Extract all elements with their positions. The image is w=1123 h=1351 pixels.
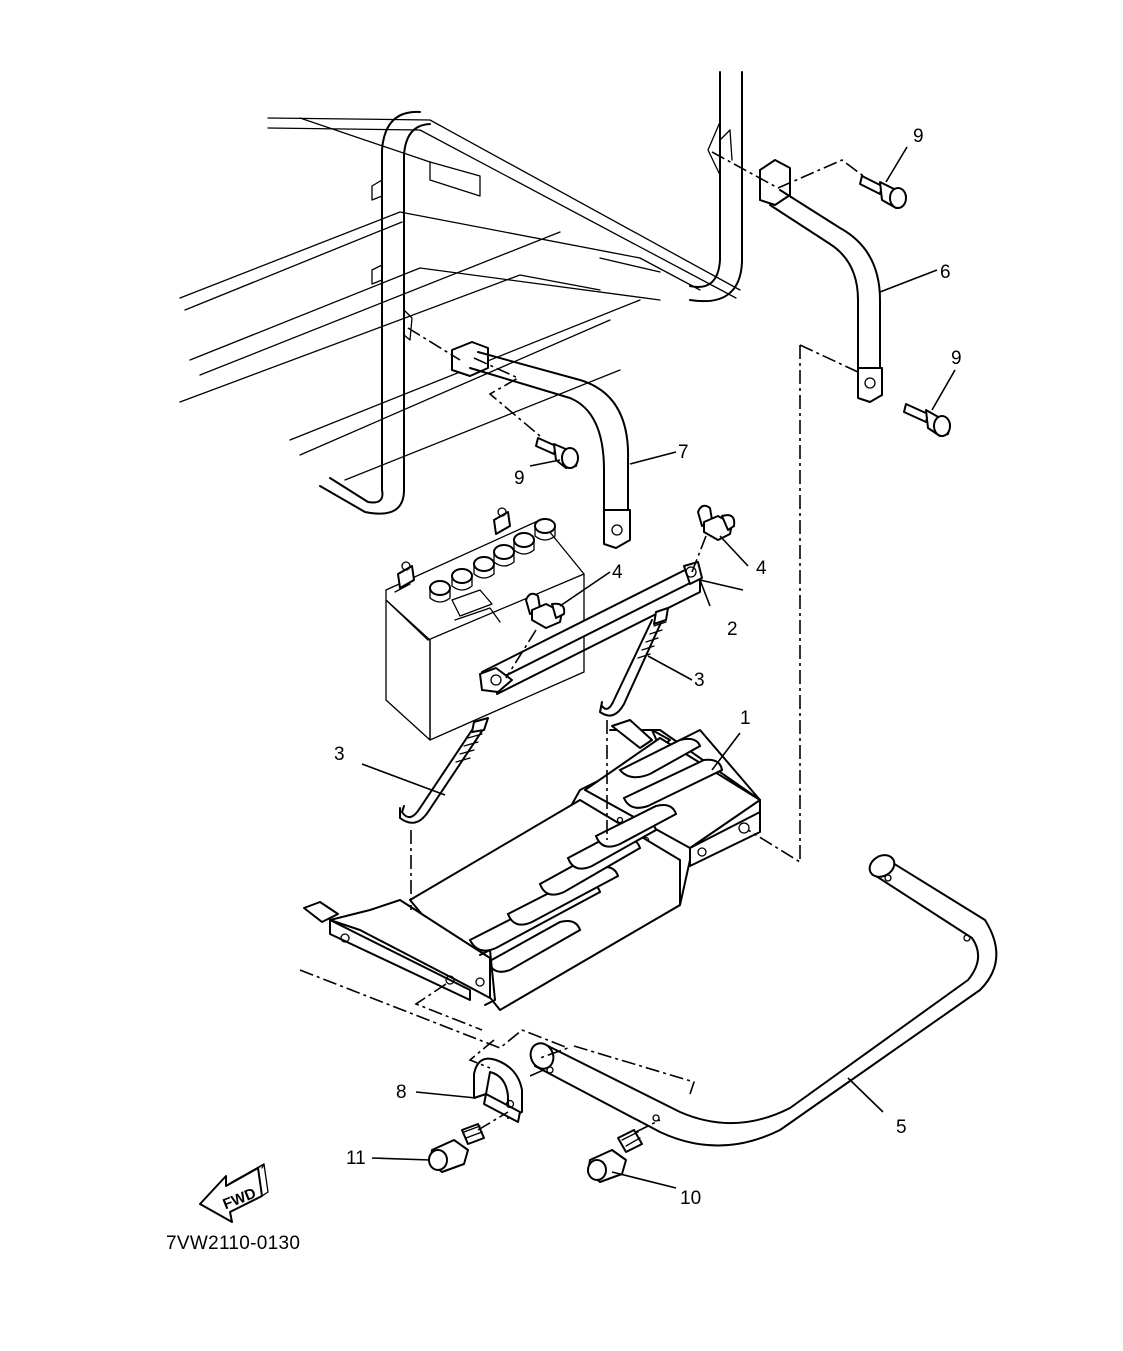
callout-1: 1 bbox=[740, 708, 751, 729]
bolt-9-right bbox=[903, 403, 951, 437]
callout-4-left: 4 bbox=[612, 562, 623, 583]
j-bolt-3-left bbox=[399, 717, 489, 824]
bolt-11 bbox=[428, 1123, 485, 1173]
callout-5: 5 bbox=[896, 1117, 907, 1138]
battery-band-2 bbox=[479, 561, 703, 695]
callout-3-right: 3 bbox=[694, 670, 705, 691]
cargo-bed-frame bbox=[179, 71, 743, 515]
callout-6: 6 bbox=[940, 262, 951, 283]
stay-7 bbox=[451, 341, 631, 549]
wing-nut-4-right bbox=[697, 504, 736, 541]
assembly-lines bbox=[299, 151, 867, 1133]
callout-3-left: 3 bbox=[334, 744, 345, 765]
battery bbox=[385, 507, 585, 741]
bolt-9-left bbox=[535, 437, 579, 469]
bumper-guard-5 bbox=[529, 854, 998, 1147]
callout-10: 10 bbox=[680, 1188, 701, 1209]
bolt-10 bbox=[587, 1129, 643, 1183]
leader-lines bbox=[361, 146, 956, 1189]
bolt-9-upper bbox=[859, 175, 907, 209]
clamp-8 bbox=[473, 1057, 523, 1123]
j-bolt-3-right bbox=[599, 607, 669, 717]
fwd-arrow-icon: FWD bbox=[199, 1163, 269, 1223]
callout-2: 2 bbox=[727, 619, 738, 640]
callout-7: 7 bbox=[678, 442, 689, 463]
callout-9-left: 9 bbox=[514, 468, 525, 489]
battery-caps bbox=[429, 518, 556, 603]
callout-11: 11 bbox=[346, 1148, 366, 1169]
callout-8: 8 bbox=[396, 1082, 407, 1103]
stay-6 bbox=[759, 159, 883, 403]
wing-nut-4-left bbox=[525, 592, 566, 629]
callout-4-right: 4 bbox=[756, 558, 767, 579]
callout-9-top: 9 bbox=[913, 126, 924, 147]
callout-labels: 1 2 3 3 4 4 5 6 7 8 9 9 9 10 11 bbox=[334, 126, 962, 1209]
diagram-code-label: 7VW2110-0130 bbox=[166, 1233, 301, 1254]
callout-9-right: 9 bbox=[951, 348, 962, 369]
battery-tray-1 bbox=[303, 719, 761, 1011]
